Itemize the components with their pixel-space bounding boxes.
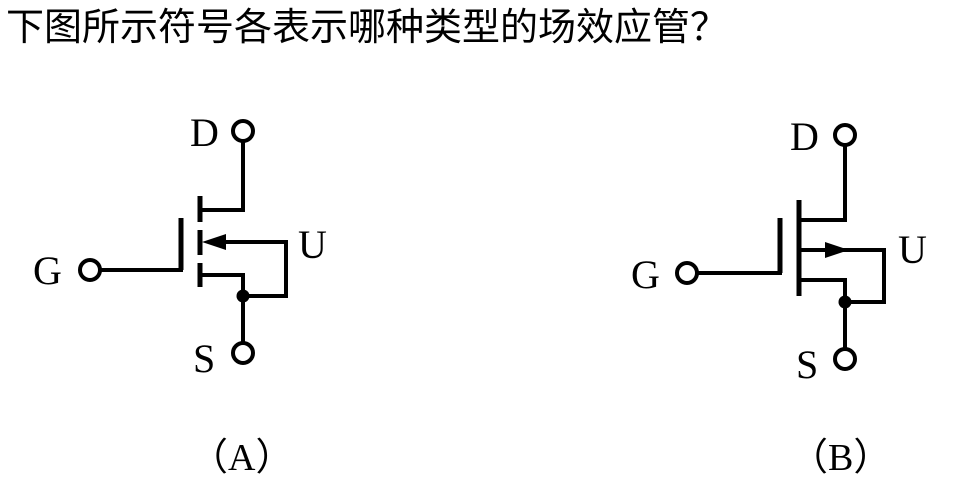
source-label-b: S xyxy=(796,342,818,387)
source-terminal-a xyxy=(231,341,255,365)
drain-lead-b xyxy=(797,143,847,222)
drain-label-a: D xyxy=(190,110,219,155)
substrate-arrow-b xyxy=(825,242,849,258)
fet-symbol-b: D G U S （B） xyxy=(631,114,927,479)
gate-label-b: G xyxy=(631,252,660,297)
caption-b: （B） xyxy=(790,437,891,479)
drain-label-b: D xyxy=(790,114,819,159)
caption-a: （A） xyxy=(190,437,293,479)
source-label-a: S xyxy=(193,336,215,381)
drain-terminal-b xyxy=(833,123,857,147)
substrate-label-a: U xyxy=(298,222,327,267)
substrate-label-b: U xyxy=(898,227,927,272)
gate-terminal-b xyxy=(675,261,699,285)
drain-terminal-a xyxy=(231,119,255,143)
drain-lead-a xyxy=(198,139,245,212)
gate-label-a: G xyxy=(33,248,62,293)
substrate-arrow-a xyxy=(202,234,226,250)
gate-terminal-a xyxy=(78,258,102,282)
substrate-lead-a xyxy=(202,234,288,298)
source-terminal-b xyxy=(833,347,857,371)
source-lead-a xyxy=(198,273,250,345)
source-lead-b xyxy=(797,278,852,351)
substrate-lead-b xyxy=(799,242,886,304)
question-text: 下图所示符号各表示哪种类型的场效应管？ xyxy=(6,5,729,49)
junction-dot-b xyxy=(838,295,852,309)
gate-lead-a xyxy=(99,218,184,272)
junction-dot-a xyxy=(236,289,250,303)
gate-lead-b xyxy=(696,218,783,275)
fet-symbol-a: D G U S （A） xyxy=(33,110,327,479)
